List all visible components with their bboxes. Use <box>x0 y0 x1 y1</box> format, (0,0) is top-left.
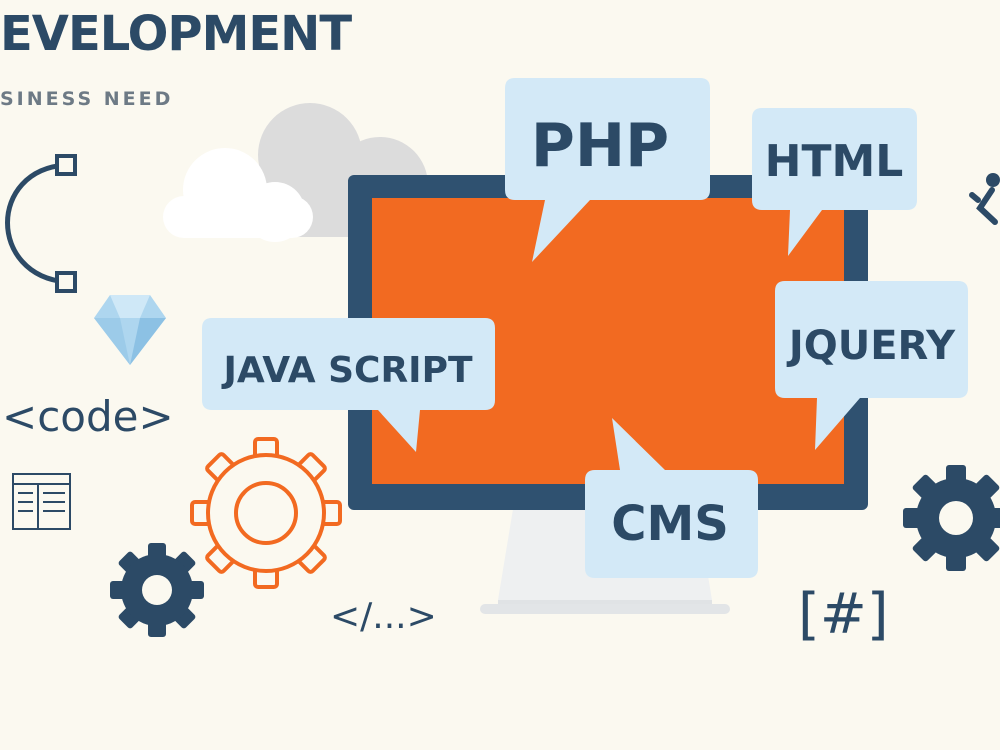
bubble-label-jquery: JQUERY <box>786 323 956 369</box>
page-title: EVELOPMENT <box>0 6 352 62</box>
document-layout-icon <box>12 473 71 530</box>
page-subtitle: SINESS NEED <box>0 88 174 110</box>
diamond-icon <box>94 295 166 365</box>
running-figure-icon <box>969 173 1000 225</box>
gear-outline-icon <box>190 437 342 589</box>
gear-icon-right <box>903 465 1000 571</box>
code-tag-symbol: <code> <box>2 392 174 441</box>
closing-tag-symbol: </...> <box>330 596 437 637</box>
speech-bubble-jquery: JQUERY <box>775 281 968 450</box>
bubble-label-php: PHP <box>531 111 669 181</box>
bubble-label-cms: CMS <box>611 496 729 552</box>
speech-bubble-cms: CMS <box>585 418 758 578</box>
bubble-label-html: HTML <box>765 136 904 187</box>
bubble-label-javascript: JAVA SCRIPT <box>220 350 472 391</box>
speech-bubble-php: PHP <box>505 78 710 262</box>
hash-symbol: [#] <box>798 582 889 647</box>
speech-bubble-html: HTML <box>752 108 917 256</box>
speech-bubble-javascript: JAVA SCRIPT <box>202 318 495 452</box>
bezier-curve-icon <box>5 154 77 293</box>
cloud-icon <box>163 103 428 242</box>
gear-icon <box>110 543 204 637</box>
